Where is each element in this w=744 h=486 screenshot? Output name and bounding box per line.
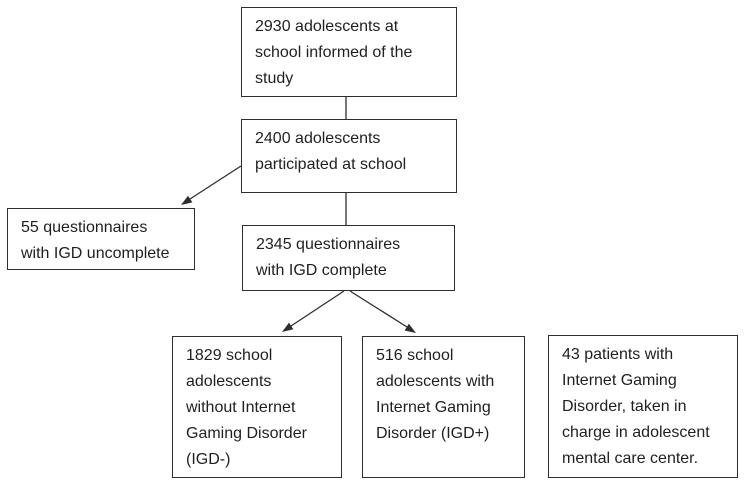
connector-complete-positive bbox=[349, 290, 416, 333]
flow-box-participated: 2400 adolescents participated at school bbox=[241, 119, 457, 193]
flow-box-clinical-patients: 43 patients with Internet Gaming Disorde… bbox=[548, 335, 738, 478]
connector-complete-negative bbox=[282, 290, 345, 332]
connector-participated-uncomplete bbox=[181, 165, 242, 205]
flow-box-informed: 2930 adolescents at school informed of t… bbox=[241, 7, 457, 97]
flow-box-igd-uncomplete: 55 questionnaires with IGD uncomplete bbox=[7, 208, 195, 270]
flow-box-igd-complete: 2345 questionnaires with IGD complete bbox=[242, 225, 455, 291]
flow-box-igd-negative: 1829 school adolescents without Internet… bbox=[172, 336, 342, 478]
flow-box-igd-positive: 516 school adolescents with Internet Gam… bbox=[362, 336, 525, 478]
